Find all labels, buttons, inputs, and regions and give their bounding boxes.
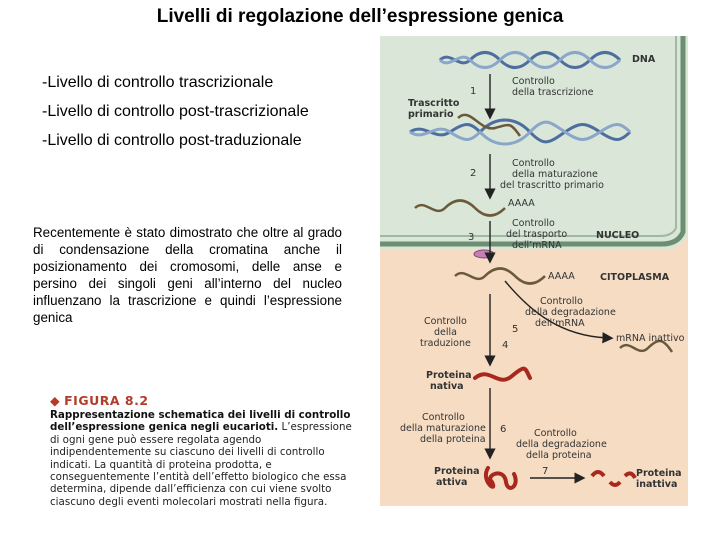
- cytoplasm-label: CITOPLASMA: [600, 272, 670, 283]
- figure-label: ◆FIGURA 8.2: [50, 393, 360, 408]
- step-number: 4: [502, 340, 508, 351]
- step-number: 3: [468, 232, 474, 243]
- step-label: dell’mRNA: [535, 318, 585, 329]
- poly-a-tail: AAAA: [548, 271, 575, 282]
- step-label: Controllo: [534, 428, 577, 439]
- step-label: della maturazione: [512, 169, 598, 180]
- primary-transcript-label-line1: Trascritto: [408, 98, 460, 109]
- step-label: del trasporto: [506, 229, 567, 240]
- nucleus-label: NUCLEO: [596, 230, 639, 241]
- step-label: della maturazione: [400, 423, 486, 434]
- mrna-inactive-label: mRNA inattivo: [616, 333, 685, 344]
- step-label: Controllo: [512, 158, 555, 169]
- step-label: della proteina: [420, 434, 486, 445]
- step-label: Controllo: [540, 296, 583, 307]
- nuclear-pore: [474, 250, 494, 258]
- step-label: della trascrizione: [512, 87, 594, 98]
- step-label: Controllo: [512, 218, 555, 229]
- poly-a-tail: AAAA: [508, 198, 535, 209]
- step-label: Controllo: [422, 412, 465, 423]
- step-label: Controllo: [424, 316, 467, 327]
- step-number: 6: [500, 424, 506, 435]
- step-label: dell’mRNA: [512, 240, 562, 251]
- description-paragraph: Recentemente è stato dimostrato che oltr…: [33, 224, 342, 326]
- step-number: 7: [542, 466, 548, 477]
- list-item: -Livello di controllo post-traduzionale: [42, 126, 309, 155]
- diamond-icon: ◆: [50, 393, 60, 408]
- step-label: della degradazione: [516, 439, 607, 450]
- step-label: della: [434, 327, 457, 338]
- step-label: della degradazione: [525, 307, 616, 318]
- step-label: della proteina: [526, 450, 592, 461]
- figure-caption: ◆FIGURA 8.2 Rappresentazione schematica …: [50, 393, 360, 508]
- nascent-protein-label-line2: nativa: [430, 381, 464, 392]
- active-protein-label-line1: Proteina: [434, 466, 480, 477]
- step-label: del trascritto primario: [500, 180, 604, 191]
- figure-caption-text: Rappresentazione schematica dei livelli …: [50, 409, 360, 508]
- nascent-protein-label-line1: Proteina: [426, 370, 472, 381]
- control-levels-list: -Livello di controllo trascrizionale -Li…: [42, 68, 309, 155]
- step-label: traduzione: [420, 338, 471, 349]
- step-label: Controllo: [512, 76, 555, 87]
- inactive-protein-label-line1: Proteina: [636, 468, 682, 479]
- step-number: 5: [512, 324, 518, 335]
- inactive-protein-label-line2: inattiva: [636, 479, 677, 490]
- step-number: 2: [470, 168, 476, 179]
- list-item: -Livello di controllo post-trascrizional…: [42, 97, 309, 126]
- active-protein-label-line2: attiva: [436, 477, 467, 488]
- step-number: 1: [470, 86, 476, 97]
- primary-transcript-label-line2: primario: [408, 109, 454, 120]
- page-title: Livelli di regolazione dell’espressione …: [0, 6, 720, 28]
- gene-expression-diagram: DNA NUCLEO CITOPLASMA Trascritto primari…: [380, 36, 688, 506]
- dna-label: DNA: [632, 54, 656, 65]
- list-item: -Livello di controllo trascrizionale: [42, 68, 309, 97]
